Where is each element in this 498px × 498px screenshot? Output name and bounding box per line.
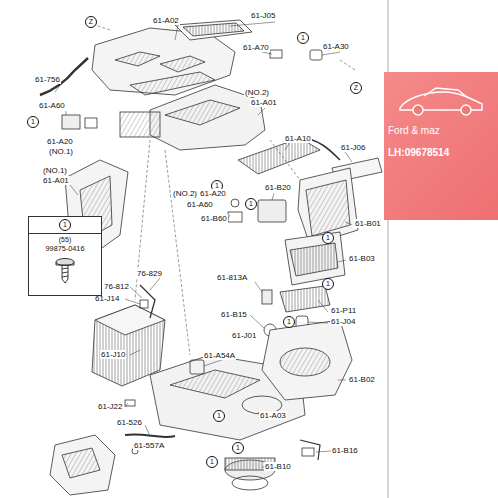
- shop-name: Ford & maz: [388, 124, 498, 138]
- part-number: 61-A30: [322, 42, 350, 51]
- part-number: 61-B16: [331, 446, 359, 455]
- part-number: 61-B10: [264, 462, 292, 471]
- part-number: 61-A60: [186, 200, 214, 209]
- part-number: 61-A60: [38, 101, 66, 110]
- part-number: 61-B02: [348, 375, 376, 384]
- part-number: 61-A01: [42, 176, 70, 185]
- part-number: 61-B01: [354, 219, 382, 228]
- part-number: 61-526: [116, 418, 143, 427]
- part-number: 61-J05: [250, 11, 276, 20]
- phone-number: LH:09678514: [388, 146, 498, 160]
- part-number: (NO.2): [172, 189, 198, 198]
- callout-number: 1: [213, 410, 225, 422]
- screw-icon: [29, 255, 101, 285]
- part-number: 61-A10: [284, 134, 312, 143]
- inset-header: 1: [29, 217, 101, 234]
- part-number: 61-A54A: [203, 351, 236, 360]
- part-number: 61-B03: [348, 254, 376, 263]
- watermark-panel: Ford & mazLH:09678514: [384, 72, 498, 220]
- part-number: 61-A20: [46, 137, 74, 146]
- part-number: 61-B20: [264, 183, 292, 192]
- part-number: 61-A03: [259, 411, 287, 420]
- part-number: 61-P11: [330, 306, 357, 315]
- part-number: 61-A01: [250, 98, 278, 107]
- part-number: (NO.1): [48, 147, 74, 156]
- callout-number: 1: [297, 32, 309, 44]
- part-number: 99875-0416: [29, 244, 101, 253]
- part-number: 61-A02: [152, 16, 180, 25]
- car-icon: [396, 82, 486, 118]
- part-number: 61-557A: [133, 441, 165, 450]
- callout-number: 1: [283, 316, 295, 328]
- callout-number: 1: [322, 278, 334, 290]
- part-number: 61-A70: [242, 43, 270, 52]
- part-number: 61-813A: [216, 273, 248, 282]
- part-number: 61-J01: [231, 331, 257, 340]
- part-number: 61-J22: [97, 402, 123, 411]
- part-number: 61-756: [34, 75, 61, 84]
- part-number: 76-812: [103, 282, 130, 291]
- callout-number: Z: [350, 82, 362, 94]
- callout-number: Z: [85, 16, 97, 28]
- callout-number: 1: [59, 219, 71, 231]
- callout-number: 1: [232, 442, 244, 454]
- part-number: 61-A20: [199, 189, 227, 198]
- part-number: 61-J06: [340, 143, 366, 152]
- part-number: 61-B15: [220, 310, 248, 319]
- part-number: 76-829: [136, 269, 163, 278]
- part-number: (NO.2): [244, 88, 270, 97]
- quantity-code: (55): [29, 236, 101, 244]
- callout-number: 1: [206, 456, 218, 468]
- callout-number: 1: [27, 116, 39, 128]
- callout-number: 1: [245, 198, 257, 210]
- callout-number: 1: [322, 232, 334, 244]
- part-number: 61-J10: [100, 350, 126, 359]
- part-number: 61-J04: [330, 317, 356, 326]
- part-number: 61-B60: [200, 214, 228, 223]
- part-number: (NO.1): [42, 166, 68, 175]
- fastener-inset-box: 1 (55)99875-0416: [28, 216, 102, 296]
